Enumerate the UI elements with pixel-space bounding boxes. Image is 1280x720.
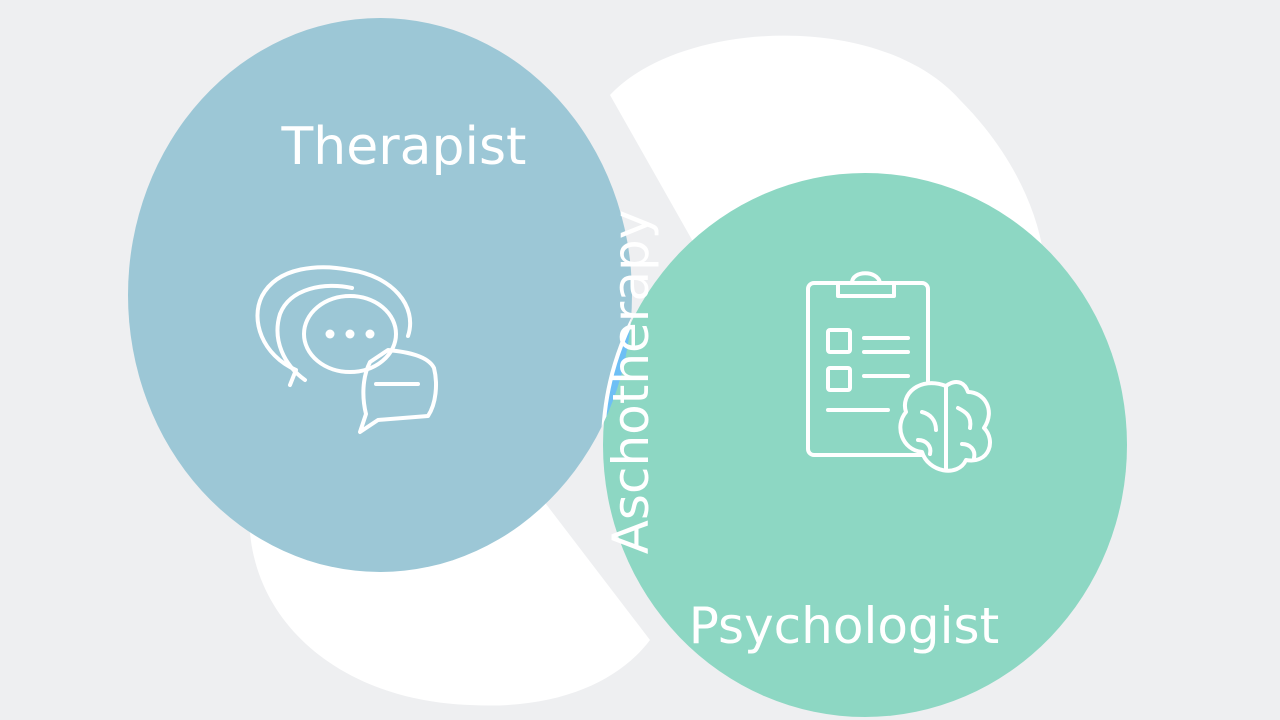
therapist-circle — [128, 18, 632, 572]
speech-bubbles-icon — [255, 265, 438, 434]
therapist-label: Therapist — [281, 117, 527, 177]
clipboard-brain-icon — [806, 271, 992, 473]
aschotherapy-label: Aschotherapy — [602, 210, 660, 555]
psychologist-label: Psychologist — [689, 597, 999, 655]
psychologist-circle — [603, 173, 1127, 717]
